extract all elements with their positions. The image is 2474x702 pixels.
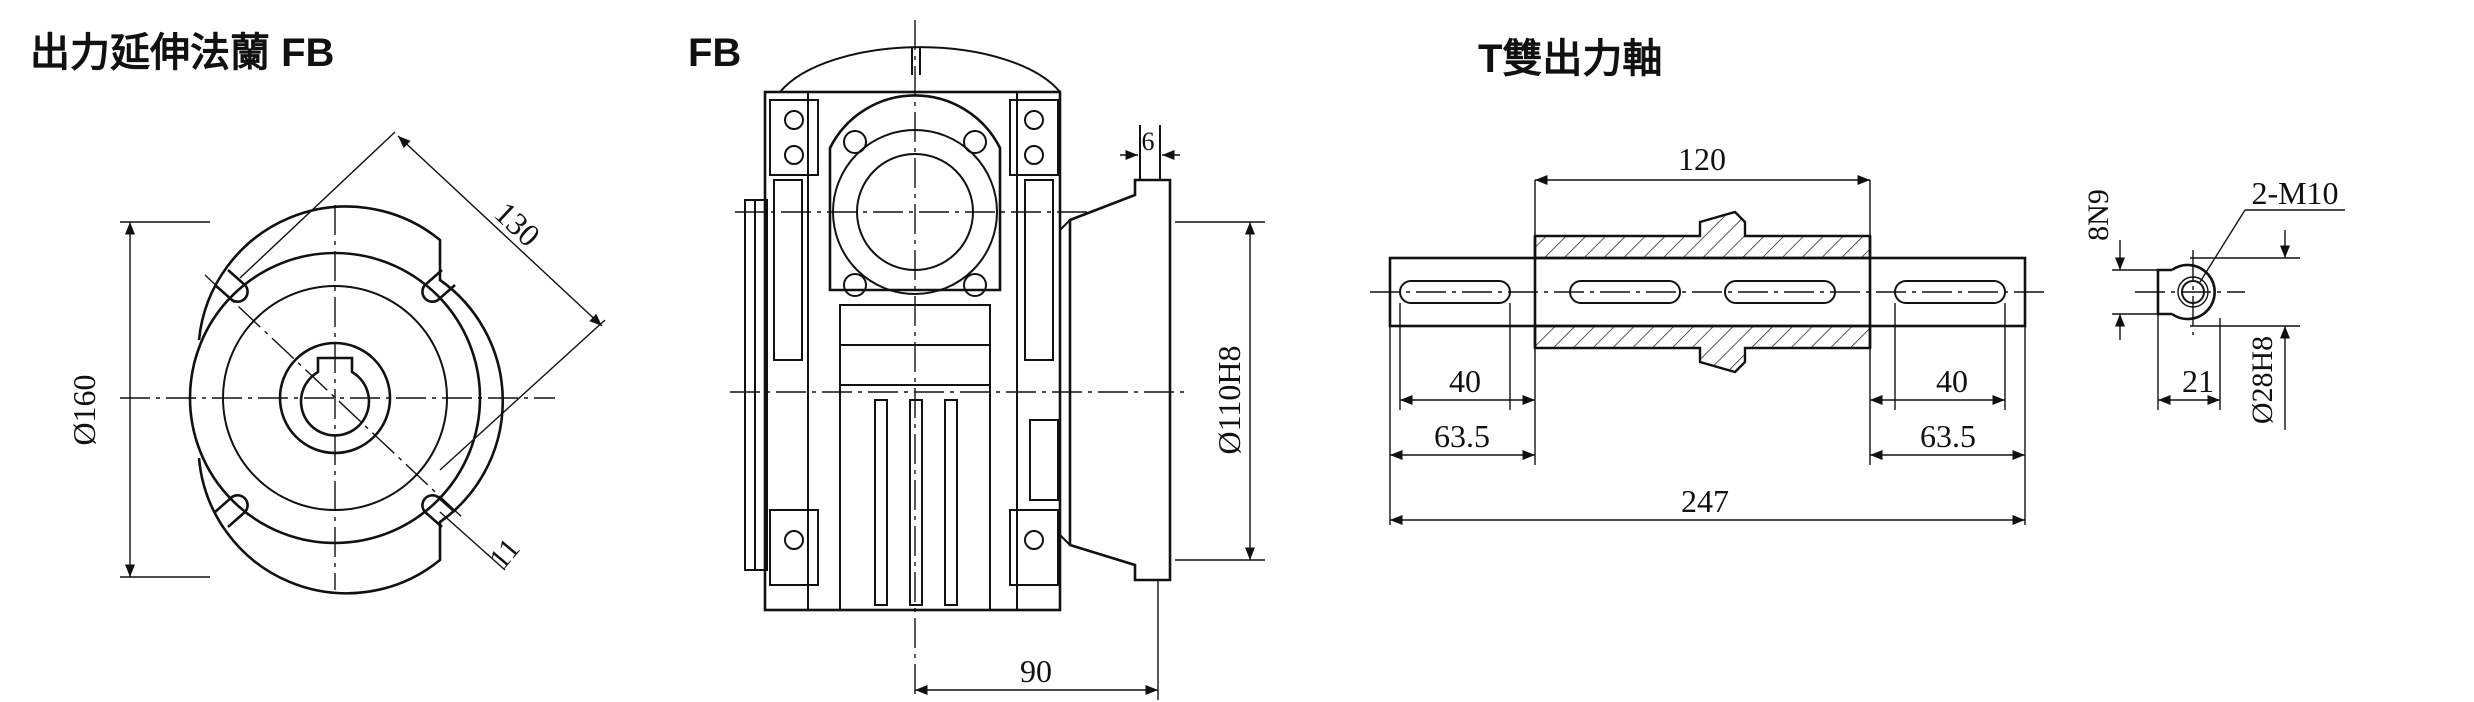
title-double-shaft: T雙出力軸 xyxy=(1478,37,1662,81)
dim-tap: 2-M10 xyxy=(2251,175,2338,211)
double-shaft-view xyxy=(1370,174,2045,526)
dim-hole: 11 xyxy=(483,532,527,575)
title-flange: 出力延伸法蘭 FB xyxy=(30,31,334,75)
gearbox-side-view xyxy=(730,20,1265,700)
dim-hub-length: 120 xyxy=(1678,141,1726,177)
dim-key-depth: 21 xyxy=(2182,363,2214,399)
dim-ext-right: 63.5 xyxy=(1920,418,1976,454)
title-fb: FB xyxy=(688,31,741,75)
dim-bolt-circle: 130 xyxy=(488,194,548,253)
dim-bore: Ø28H8 xyxy=(2246,336,2279,424)
dim-key-right: 40 xyxy=(1936,363,1968,399)
dim-offset: 90 xyxy=(1020,653,1052,689)
dim-overall-length: 247 xyxy=(1681,483,1729,519)
dim-flange-diameter: Ø160 xyxy=(66,374,102,445)
dim-key-left: 40 xyxy=(1449,363,1481,399)
dim-flange-thickness: 6 xyxy=(1142,127,1155,156)
dim-ext-left: 63.5 xyxy=(1434,418,1490,454)
shaft-end-section xyxy=(2112,209,2345,430)
flange-front-view xyxy=(120,131,606,595)
dim-pilot-diameter: Ø110H8 xyxy=(1211,345,1247,454)
dim-keyway: 8N9 xyxy=(2082,189,2115,241)
